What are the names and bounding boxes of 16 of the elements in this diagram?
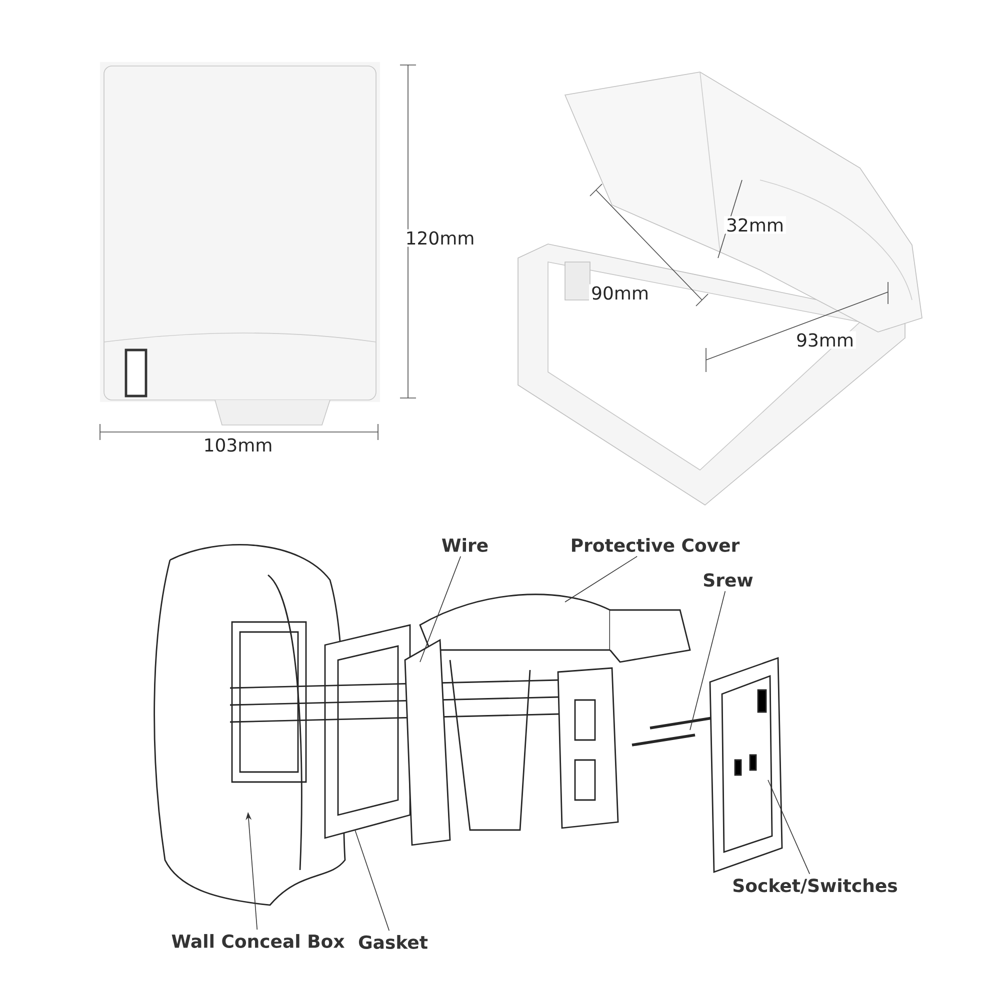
leader-line xyxy=(768,780,810,874)
leader-line xyxy=(354,830,390,932)
dimension-label: 32mm xyxy=(724,216,786,234)
dimension-label: 120mm xyxy=(403,229,477,247)
part-label: Gasket xyxy=(358,935,428,949)
dimension-label: 103mm xyxy=(201,436,275,454)
leader-line xyxy=(420,556,462,662)
dimension-label: 90mm xyxy=(589,284,651,302)
dimension-label: 93mm xyxy=(794,331,856,349)
part-label: Socket/Switches xyxy=(733,878,897,894)
leader-line xyxy=(564,556,638,602)
part-label: Wall Conceal Box xyxy=(172,934,345,948)
part-label: Wire xyxy=(442,538,488,552)
part-label: Protective Cover xyxy=(572,538,740,552)
leader-line xyxy=(690,590,726,730)
part-label: Srew xyxy=(704,573,753,587)
